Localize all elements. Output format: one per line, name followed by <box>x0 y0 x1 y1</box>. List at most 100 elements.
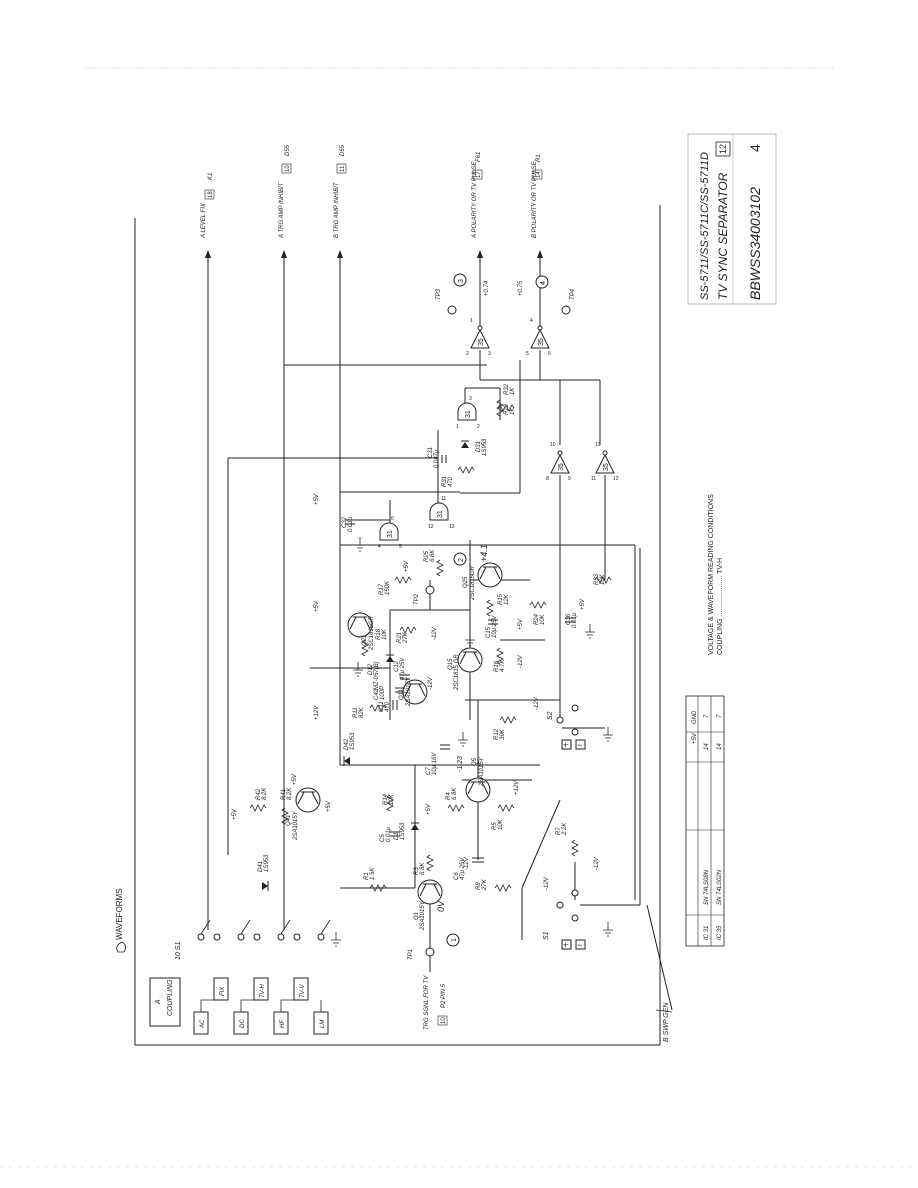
output-a-level-fix: A LEVEL FIX 18 K1 <box>201 173 215 239</box>
resistor-r14: R14 10K <box>383 793 395 812</box>
tp4-voltage: +0.75 <box>518 280 524 296</box>
tp4-marker <box>561 305 571 315</box>
rail-p5-g: +5V <box>518 618 524 630</box>
tp2-circle-number: 2 <box>458 558 465 562</box>
resistor-r5: R5 10K <box>492 804 515 830</box>
output-b-polarity-text: B POLARITY OR TV PULSE <box>532 160 538 238</box>
resistor-r17: R17 150K <box>379 576 412 595</box>
tp3-circle-number: 3 <box>458 279 465 283</box>
r17-ref: R17 <box>379 583 385 595</box>
ic-table-row2-part: SN 74LS02N <box>717 869 723 905</box>
b-swp-gen-label: B SWP GEN <box>663 1002 670 1042</box>
r25-ref: R25 <box>424 550 430 562</box>
rail-p5-h: +5V <box>314 493 320 505</box>
r11-ref: R11 <box>353 707 359 718</box>
c12-val: 47μ 25V <box>400 657 406 680</box>
output-b-trg-amp-text: B TRG AMP INHIBIT <box>334 181 340 238</box>
output-a-trg-amp-text: A TRG AMP INHIBIT <box>279 181 285 239</box>
rail-m12-f: -12V <box>432 626 438 640</box>
gate-ic31-c-pin13: 13 <box>449 524 455 530</box>
c31-val: 0.047μ <box>434 449 440 468</box>
r16-ref: R16 <box>494 660 500 672</box>
c32-val: 0.01μ <box>348 516 354 532</box>
rail-m12-e: -12V <box>518 654 524 668</box>
ic-table-row1-part: SN 74LS08N <box>704 869 710 905</box>
transistor-q11: Q11 2SA1015Y <box>399 676 428 707</box>
r15-val: 12K <box>504 593 510 605</box>
r41-val: 8.2K <box>287 787 293 800</box>
switch-s1-selector[interactable]: S1 + − <box>543 889 586 950</box>
conditions-coupling: COUPLING ..................... TV-H <box>717 558 724 655</box>
resistor-r12: R12 39K <box>494 716 517 740</box>
arrow-a-polarity <box>477 250 483 258</box>
gate-ic31-c-label: 31 <box>437 510 444 518</box>
arrow-a-trg-amp <box>281 250 287 258</box>
gate-ic31-a: 31 1 2 3 <box>456 396 480 430</box>
diode-d31: D31 1S953 <box>461 438 488 456</box>
capacitor-c15: C15 10μ 25V <box>486 615 498 638</box>
r15-ref: R15 <box>498 593 504 605</box>
gate-ic35-d-pin13: 13 <box>595 442 601 448</box>
gate-ic35-a-pin3: 3 <box>488 351 491 357</box>
output-b-polarity-ref: 14 <box>536 171 542 178</box>
r3-val: 6.8K <box>420 862 426 875</box>
d12-ref: D12 <box>368 663 374 675</box>
gate-ic31-a-label: 31 <box>465 410 472 418</box>
b-swp-gen-label-group: B SWP GEN <box>655 1002 673 1042</box>
resistor-r42: R42 8.2K <box>249 787 268 812</box>
gate-ic35-a-label: 35 <box>478 338 485 346</box>
switch-s2-selector[interactable]: S2 + − <box>547 704 586 750</box>
test-point-tp2: TP2 2 +4.1 <box>414 544 489 605</box>
gate-ic31-a-pin3: 3 <box>469 396 472 402</box>
q1-ref: Q1 <box>414 912 420 920</box>
coupling-fix-label: FIX <box>220 986 226 996</box>
rail-labels: +5V +5V +5V +5V +5V +5V +5V +5V +5V +12V… <box>232 493 600 890</box>
resistor-r32: R32 1K <box>497 383 516 412</box>
coupling-dc-label: DC <box>240 1019 246 1028</box>
switch-s1-ref: 10 S1 <box>175 942 182 960</box>
r12-val: 39K <box>500 728 506 740</box>
capacitor-c32: C32 0.01μ <box>342 516 355 532</box>
c31-ref: C31 <box>428 447 434 458</box>
q11-part: 2SA1015Y <box>406 676 412 707</box>
coupling-tvv-label: TV-V <box>300 984 306 998</box>
output-a-level-fix-text: A LEVEL FIX <box>201 202 207 239</box>
r14-val: 10K <box>389 793 395 805</box>
rail-p5-c: +5V <box>326 800 332 812</box>
waveform-icon <box>116 941 126 953</box>
r22-val: 1K <box>510 407 516 415</box>
capacitor-c42: C42 100P <box>374 686 405 700</box>
r17-val: 150K <box>385 580 391 595</box>
c7-ref: C7 <box>426 767 432 775</box>
output-a-trg-amp-dest: D55 <box>285 144 291 156</box>
transistor-q15: Q15 2SC1815 GR <box>448 647 483 691</box>
output-a-polarity-dest: F61 <box>476 152 482 162</box>
q11-ref: Q11 <box>399 689 405 700</box>
waveforms-label: WAVEFORMS <box>115 888 124 940</box>
resistor-r22: R22 1K <box>496 399 516 417</box>
r25-val: 6.8K <box>430 549 436 562</box>
switch-s1-contacts[interactable]: 10 S1 <box>175 919 331 960</box>
rail-p5-b: +5V <box>292 773 298 785</box>
q15-part: 2SC1815 GR <box>454 654 460 691</box>
q21-part: 2SC1815GR <box>369 615 375 651</box>
resistor-r24: R24 10K <box>529 601 547 625</box>
r5-val: 10K <box>498 818 504 830</box>
c36-ref: C36 <box>566 613 572 625</box>
rail-m12-c: -12V <box>594 856 600 870</box>
gate-ic31-c: 31 12 13 11 <box>428 496 455 530</box>
c11-val: 470 <box>385 701 391 712</box>
output-b-trg-amp-dest: D55 <box>340 144 346 156</box>
capacitor-c36: C36 0.01μ <box>565 612 578 628</box>
r42-ref: R42 <box>256 788 262 800</box>
resistor-r25: R25 6.8K <box>424 549 444 577</box>
r33-val: 10K <box>600 573 606 585</box>
r31-ref: R31 <box>442 476 448 487</box>
coupling-tvh-label: TV-H <box>260 984 266 998</box>
c36-val: 0.01μ <box>572 612 578 628</box>
c5-ref: C5 <box>380 834 386 842</box>
resistor-r21: R21 27K <box>397 626 417 644</box>
conditions-note: VOLTAGE & WAVEFORM READING CONDITIONS CO… <box>708 494 724 655</box>
gate-ic35-d-pin11: 11 <box>591 476 596 482</box>
